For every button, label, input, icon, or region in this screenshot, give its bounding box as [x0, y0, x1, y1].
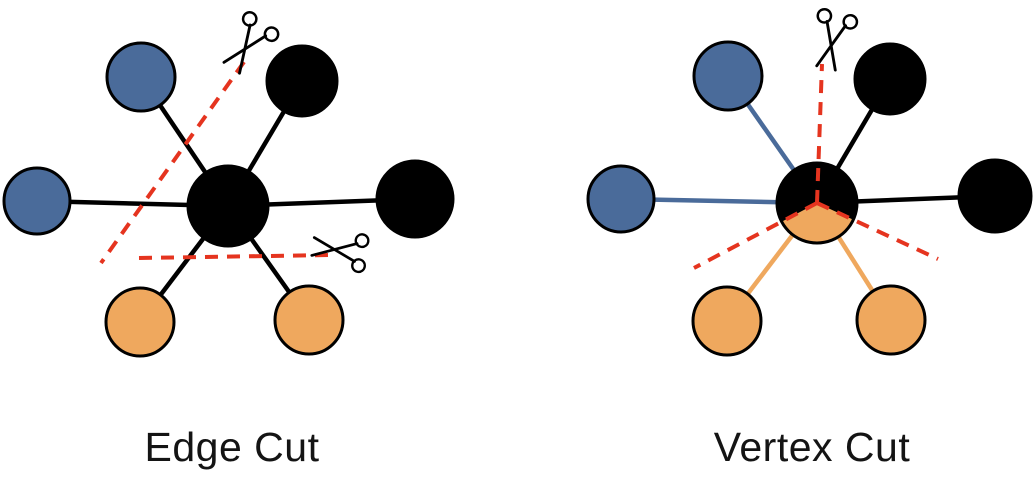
panel-vertex-cut [586, 7, 1033, 357]
scissors-icon [310, 233, 370, 274]
scissors-icon [815, 7, 859, 72]
graph-node [691, 285, 763, 357]
cut-line [816, 201, 939, 261]
center-node [188, 166, 268, 246]
graph-node [273, 284, 345, 356]
graph-node [692, 40, 764, 112]
vertex-cut-label: Vertex Cut [713, 424, 911, 470]
panel-edge-cut [2, 11, 455, 358]
center-node-outline [775, 161, 859, 245]
cut-line [138, 253, 332, 260]
graph-node [105, 41, 177, 113]
graph-node [104, 286, 176, 358]
cut-line [693, 201, 818, 270]
center-node-split-wedge [781, 203, 854, 243]
cut-line [815, 63, 824, 204]
center-node-outline [186, 164, 270, 248]
cut-line [99, 60, 246, 265]
graph-node [2, 166, 72, 236]
graph-node [855, 284, 927, 356]
graph-node [265, 44, 339, 118]
edge-cut-label: Edge Cut [144, 424, 320, 470]
graph-node [957, 158, 1033, 234]
graph-node [375, 159, 455, 239]
graph-node [853, 42, 927, 116]
graph-node [586, 164, 656, 234]
scissors-icon [222, 11, 280, 75]
